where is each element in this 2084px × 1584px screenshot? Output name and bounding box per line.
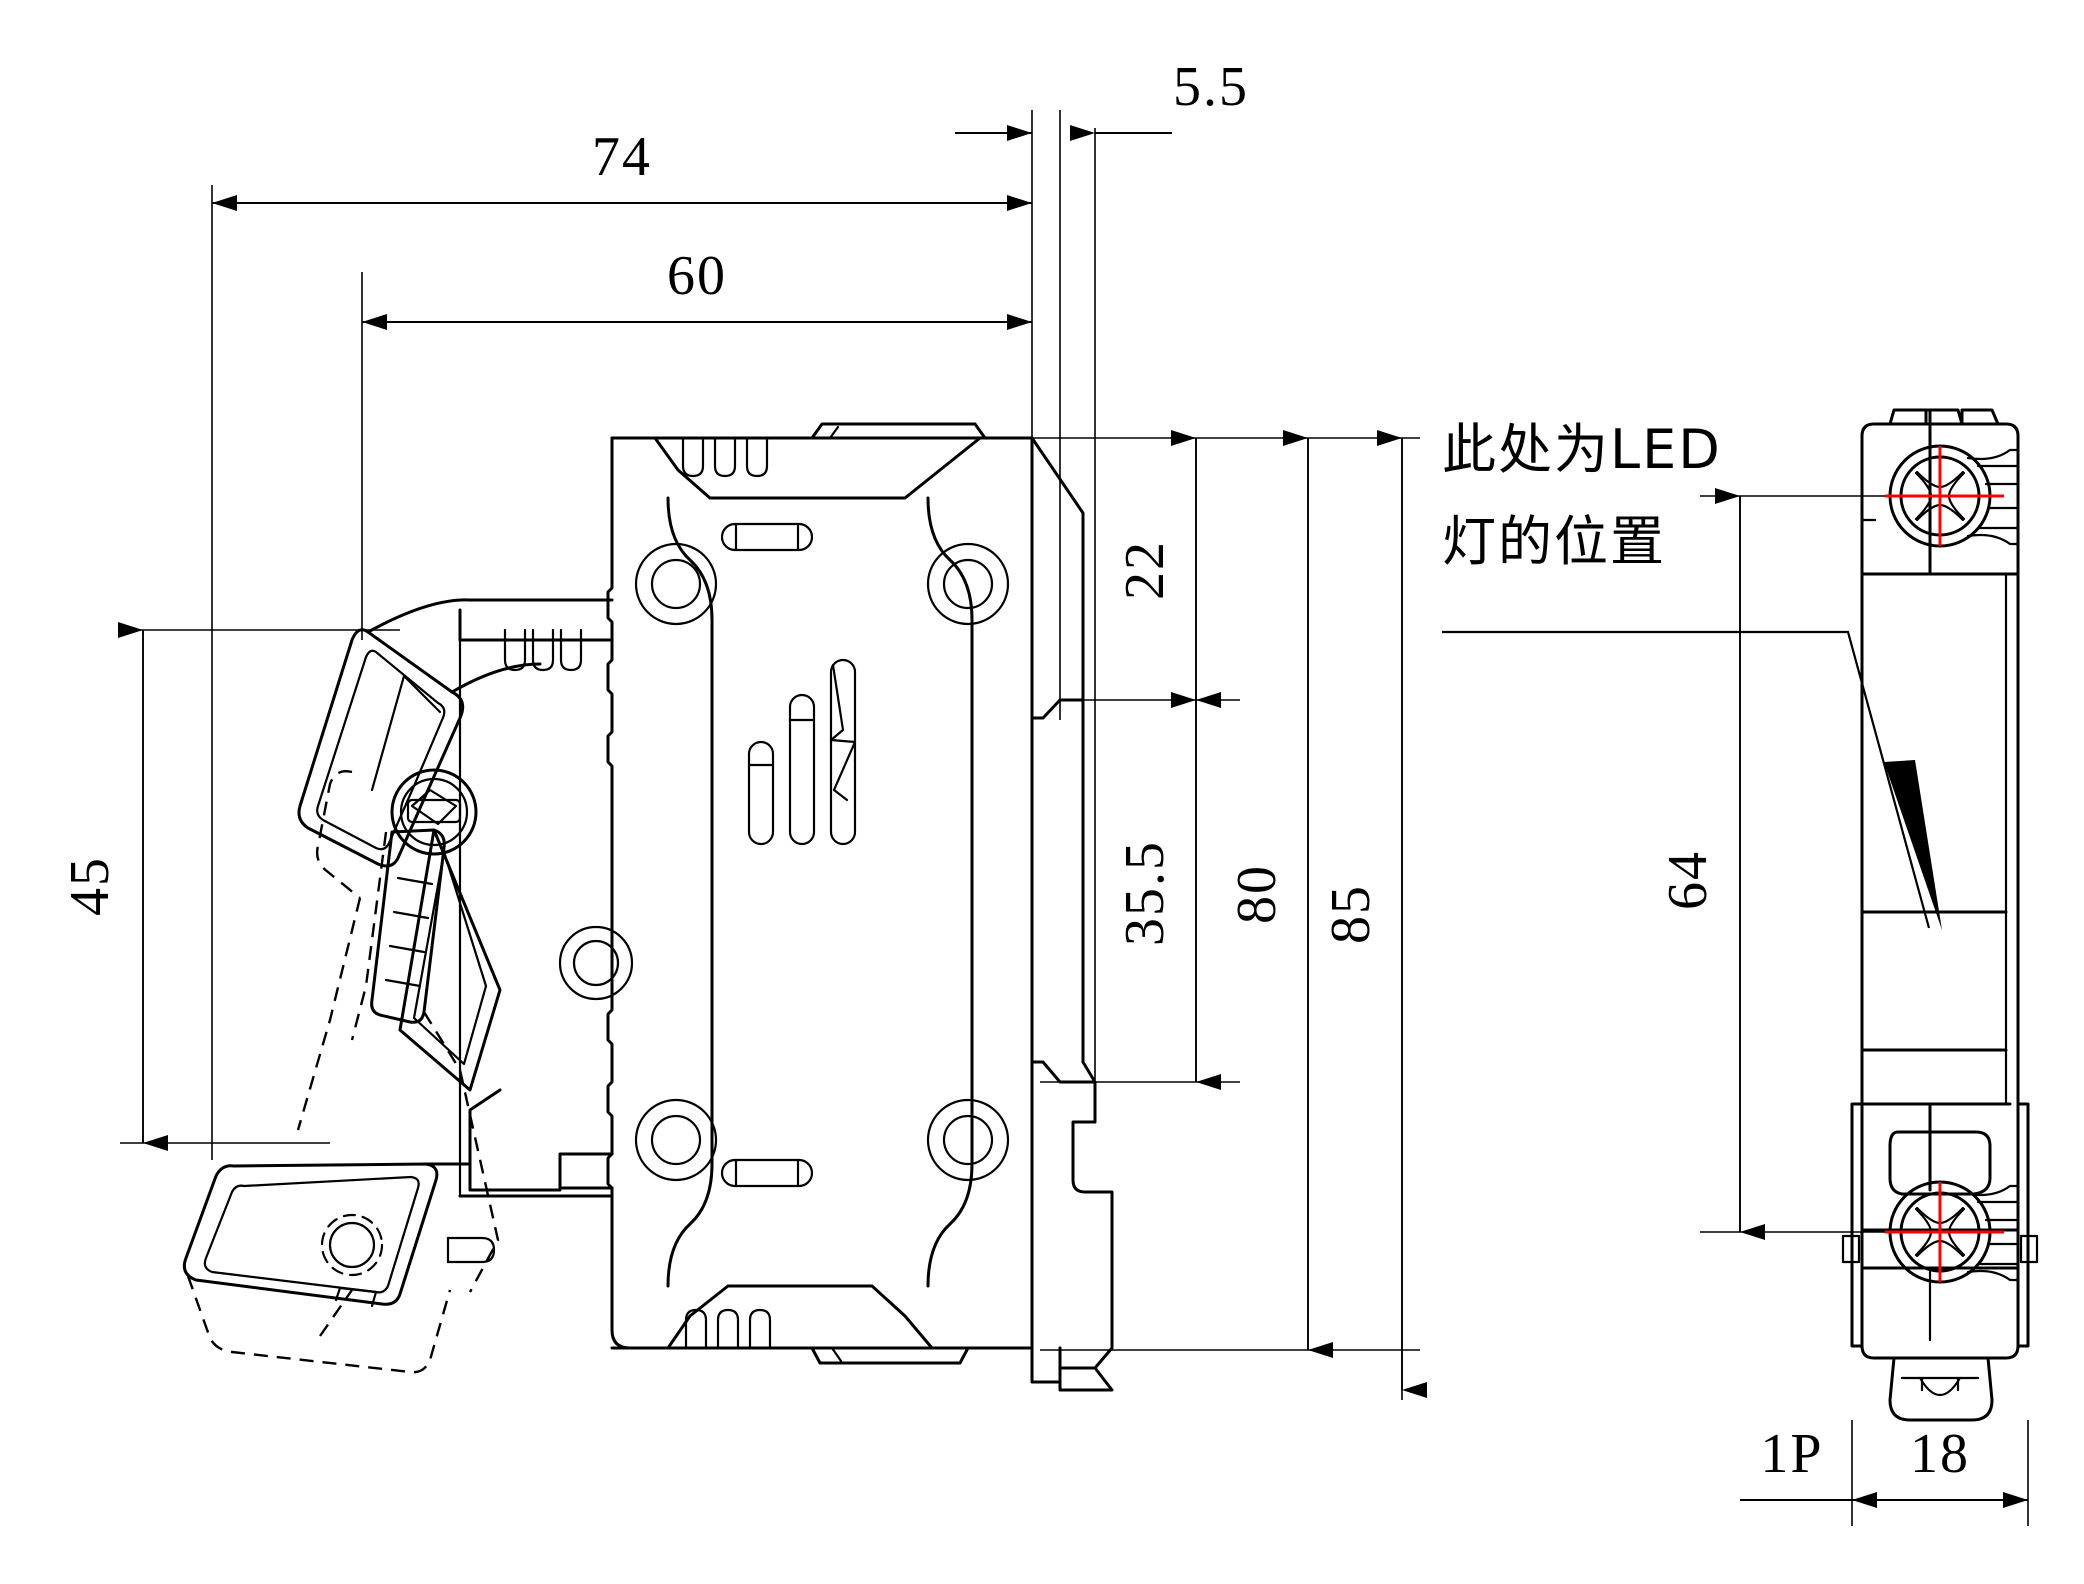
din-rail-clip-foot [1030,1346,1062,1384]
bottom-raised-plate-seam [830,1346,843,1363]
rivet-hole-top-right [926,542,1010,626]
din-rail-clip-tab [1058,1366,1114,1392]
handle-link-rib-2 [392,910,430,920]
din-rail-block [1030,698,1085,720]
front-end-view [1700,408,2039,1422]
led-note-line2: 灯的位置 [1442,510,1666,573]
label-slot-short [747,740,775,846]
body-under-handle [424,1088,502,1166]
end-view-handle-slot-right [2016,1102,2030,1348]
center-moulded-panel [666,496,714,1288]
handle-link-rib-4 [384,978,422,988]
dimension-overall-depth-74: 74 [212,126,1032,211]
handle-paddle-rib [370,674,406,792]
dimension-value-22: 22 [1114,540,1176,600]
dimension-body-height-80: 80 [1226,430,1333,1358]
din-rail-block-lower [1030,1060,1114,1370]
top-raised-plate-seam [828,425,840,440]
dimension-din-rail-span-35.5: 35.5 [1114,692,1221,1090]
body-lower-left-edge [468,1162,562,1192]
handle-detent-circle [320,1213,384,1277]
rivet-hole-top-left [634,542,718,626]
rivet-hole-bottom-left [634,1098,718,1182]
handle-lower-paddle[interactable] [182,1162,439,1306]
bottom-raised-plate [810,1346,970,1365]
handle-upper-paddle[interactable] [297,628,465,868]
bottom-terminal-screw[interactable] [1885,1180,2020,1284]
breaker-body-outline [606,436,1034,1350]
handle-shroud-curve-lower [450,662,542,694]
handle-link-rib-3 [388,944,426,954]
vent-fingers-top [681,436,769,478]
center-moulded-panel-right [926,496,974,1288]
bottom-terminal-wire-comb [1966,1184,2020,1282]
pivot-hole-center [558,925,634,1001]
toggle-handle-lever[interactable] [182,628,502,1374]
handle-pin-peg [446,1236,496,1264]
dimension-terminal-centers-64: 64 [1657,488,1765,1240]
end-view-din-foot-arc [1918,1376,1962,1396]
end-view-handle-slot [1850,1102,1864,1348]
rivet-hole-bottom-right [926,1098,1010,1182]
led-position-note: 此处为LED 灯的位置 [1442,418,1942,930]
dimension-handle-height-45: 45 [59,622,168,1151]
handle-lower-paddle-notch [334,1286,378,1308]
end-view-din-foot [1888,1356,1994,1422]
handle-hub-detail [410,788,458,826]
dimension-body-depth-60: 60 [362,245,1032,330]
right-shoulder-slope [1030,436,1085,702]
label-slot-long [829,658,857,846]
handle-shroud-curve [366,598,614,634]
vent-fingers-bottom [684,1308,772,1350]
top-raised-plate [810,422,987,440]
handle-alternate-position-hidden [186,770,500,1374]
led-note-leader-line [1442,630,1931,929]
dimension-value-1P: 1P [1760,1423,1823,1485]
dimension-value-80: 80 [1226,864,1288,924]
top-terminal-screw[interactable] [1885,444,2020,548]
handle-link-bar[interactable] [370,828,446,1024]
dimension-value-64: 64 [1657,850,1719,910]
handle-paddle-rib-2 [402,674,442,714]
top-cap-chamfer [610,436,1034,500]
vent-slot-upper [720,522,814,552]
handle-upper-paddle-inner [316,649,446,851]
vent-slot-lower [720,1158,814,1188]
dimension-module-width-18: 18 1P [1740,1420,2029,1526]
handle-lower-arm[interactable] [398,828,502,1092]
left-lower-step [558,1152,614,1190]
dimension-top-shoulder-22: 22 [1114,430,1221,708]
label-slot-mid [788,693,816,846]
led-note-line1: 此处为LED [1442,418,1722,481]
dimension-value-74: 74 [592,126,652,188]
din-block-lower-chamfer [1081,1060,1097,1084]
dimension-value-45: 45 [59,856,121,916]
dimension-value-60: 60 [667,245,727,307]
end-view-side-latches [1841,1234,2039,1264]
dimension-value-5.5: 5.5 [1173,56,1249,118]
side-profile-view [182,422,1114,1392]
bottom-cap-chamfer [610,1284,1034,1350]
dimension-value-35.5: 35.5 [1114,840,1176,946]
dimension-rail-offset-5.5: 5.5 [955,56,1249,141]
dimension-value-85: 85 [1320,884,1382,944]
dimension-value-18: 18 [1910,1423,1970,1485]
handle-lower-arm-inner [412,850,488,1066]
top-terminal-wire-comb [1966,448,2020,546]
dimension-overall-height-85: 85 [1320,430,1427,1400]
led-note-leader-arrowhead [1884,760,1942,930]
